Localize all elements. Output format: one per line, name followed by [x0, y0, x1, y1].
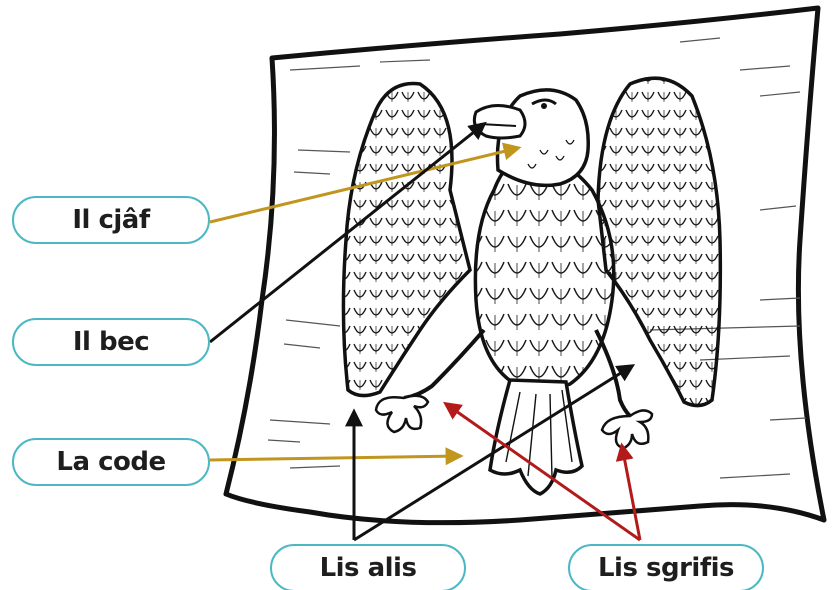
label-tail-text: La code — [56, 447, 165, 477]
label-head[interactable]: Il cjâf — [12, 196, 210, 244]
label-tail[interactable]: La code — [12, 438, 210, 486]
label-head-text: Il cjâf — [72, 205, 149, 235]
label-claws[interactable]: Lis sgrifis — [568, 544, 764, 590]
label-claws-text: Lis sgrifis — [598, 553, 734, 583]
label-beak-text: Il bec — [73, 327, 149, 357]
label-wings[interactable]: Lis alis — [270, 544, 466, 590]
label-beak[interactable]: Il bec — [12, 318, 210, 366]
label-wings-text: Lis alis — [320, 553, 417, 583]
